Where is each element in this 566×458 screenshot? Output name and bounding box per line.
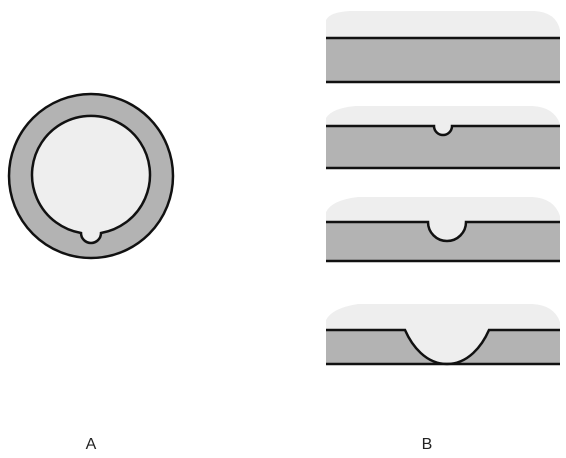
figure-b-stage-1 <box>326 11 560 84</box>
wall-top-line <box>326 124 560 137</box>
figure-a-ring <box>7 92 175 260</box>
pit <box>428 222 466 241</box>
pit <box>405 330 489 364</box>
wall-top-line <box>326 220 560 243</box>
figure-b-stage-3 <box>326 197 560 263</box>
inner-lumen <box>30 114 152 245</box>
fluid-layer <box>326 106 560 126</box>
figure-label-a: A <box>86 436 97 453</box>
figure-b-stage-2 <box>326 106 560 170</box>
fluid-layer <box>326 304 560 330</box>
fluid-layer <box>326 197 560 222</box>
wall-layer <box>326 38 560 82</box>
fluid-layer <box>326 11 560 38</box>
figure-label-b: B <box>422 436 433 453</box>
figure-b-stage-4 <box>326 304 560 366</box>
